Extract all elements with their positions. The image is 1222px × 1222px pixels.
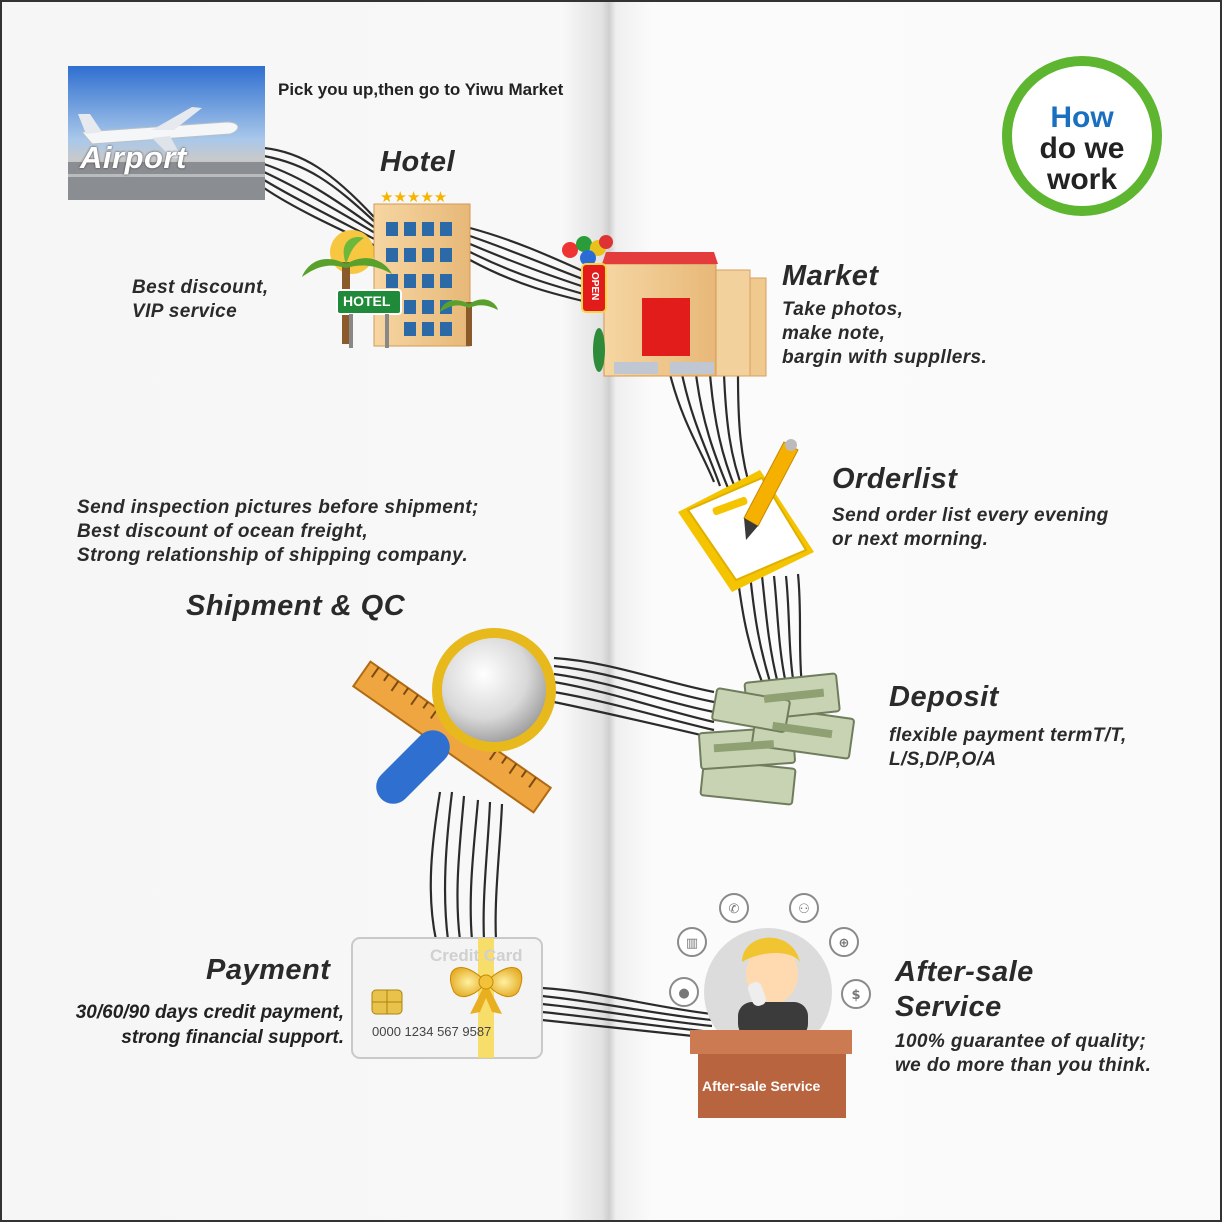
market-title: Market [782, 260, 879, 292]
internet-icon [829, 927, 859, 957]
aftersale-desk-label: After-sale Service [702, 1078, 821, 1094]
pipe-bundle-shipment-payment [429, 791, 504, 941]
deposit-desc-line-2: L/S,D/P,O/A [889, 749, 997, 770]
aftersale-illustration: $ ⚇ ⊕ ▥ ✆ ● [669, 893, 871, 1118]
star-rating-icon: ★★★★★ [380, 188, 447, 206]
market-illustration [562, 235, 767, 377]
market-description: Take photos, make note, bargin with supp… [782, 298, 987, 370]
orderlist-desc-line-1: Send order list every evening [832, 505, 1109, 526]
aftersale-title-line-2: Service [895, 991, 1002, 1023]
shipment-desc-line-3: Strong relationship of shipping company. [77, 545, 469, 566]
hotel-illustration: ★★★★★ [302, 188, 498, 348]
globe-icon [719, 893, 749, 923]
badge-line-2: do we [1039, 132, 1125, 165]
svg-text:●: ● [678, 986, 689, 1001]
deposit-title: Deposit [889, 681, 999, 713]
shipment-desc-line-1: Send inspection pictures before shipment… [77, 497, 479, 518]
aftersale-description: 100% guarantee of quality; we do more th… [895, 1030, 1151, 1078]
pencil-icon [743, 439, 799, 540]
orderlist-title: Orderlist [832, 463, 958, 495]
deposit-desc-line-1: flexible payment termT/T, [889, 725, 1127, 746]
aftersale-title-line-1: After-sale [895, 956, 1034, 988]
credit-card-illustration [351, 937, 543, 1059]
service-icons [669, 893, 871, 1009]
pipe-bundle-market-orderlist [668, 373, 754, 495]
dollar-icon [841, 979, 871, 1009]
how-do-we-work-badge: How do we work [1002, 56, 1162, 216]
svg-text:▥: ▥ [686, 936, 698, 951]
payment-desc-line-1: 30/60/90 days credit payment, [75, 1002, 344, 1023]
hotel-desc-line-1: Best discount, [132, 277, 269, 298]
svg-text:⊕: ⊕ [839, 936, 850, 951]
aftersale-desc-line-2: we do more than you think. [895, 1055, 1152, 1076]
magnifier-icon [376, 628, 556, 804]
user-icon [669, 977, 699, 1007]
team-icon [789, 893, 819, 923]
shipment-title: Shipment & QC [186, 590, 406, 622]
deposit-description: flexible payment termT/T, L/S,D/P,O/A [889, 724, 1127, 772]
aftersale-desc-line-1: 100% guarantee of quality; [895, 1031, 1147, 1052]
hotel-title: Hotel [380, 146, 455, 178]
shipment-description: Send inspection pictures before shipment… [77, 496, 479, 568]
balloons-icon [562, 235, 613, 266]
hotel-sign: HOTEL [343, 293, 391, 309]
gift-bow-icon [449, 967, 523, 1014]
payment-description: 30/60/90 days credit payment, strong fin… [48, 1000, 344, 1050]
ruler-magnifier-illustration [351, 628, 556, 814]
money-stack-illustration [698, 672, 855, 806]
pipe-bundle-airport-hotel [263, 146, 381, 249]
shipment-desc-line-2: Best discount of ocean freight, [77, 521, 369, 542]
payment-desc-line-2: strong financial support. [121, 1027, 344, 1048]
market-open-sign: OPEN [589, 272, 600, 301]
badge-line-1: How [1050, 101, 1114, 134]
market-desc-line-2: make note, [782, 323, 886, 344]
svg-text:★★★★★: ★★★★★ [380, 188, 447, 206]
airport-photo [68, 66, 265, 200]
payment-title: Payment [206, 954, 331, 986]
hotel-desc-line-2: VIP service [132, 301, 238, 322]
pipe-bundle-orderlist-deposit [735, 571, 804, 687]
orderlist-illustration [678, 439, 814, 592]
airplane-icon [78, 107, 239, 158]
market-desc-line-1: Take photos, [782, 299, 904, 320]
market-desc-line-3: bargin with suppllers. [782, 347, 988, 368]
pipe-bundle-payment-aftersale [541, 986, 713, 1040]
card-number: 0000 1234 567 9587 [372, 1024, 492, 1039]
airport-label: Airport [80, 140, 187, 175]
orderlist-description: Send order list every evening or next mo… [832, 504, 1109, 552]
chart-icon [677, 927, 707, 957]
airport-note: Pick you up,then go to Yiwu Market [278, 80, 564, 99]
pipe-bundle-deposit-shipment [553, 656, 715, 740]
orderlist-desc-line-2: or next morning. [832, 529, 989, 550]
aftersale-title: After-sale Service [895, 955, 1034, 1025]
card-label: Credit Card [430, 946, 523, 965]
badge-line-3: work [1046, 163, 1118, 196]
svg-text:✆: ✆ [729, 902, 740, 917]
hotel-description: Best discount, VIP service [132, 276, 269, 324]
operator-person [738, 937, 808, 1038]
svg-text:$: $ [851, 988, 860, 1003]
svg-text:⚇: ⚇ [798, 902, 810, 917]
